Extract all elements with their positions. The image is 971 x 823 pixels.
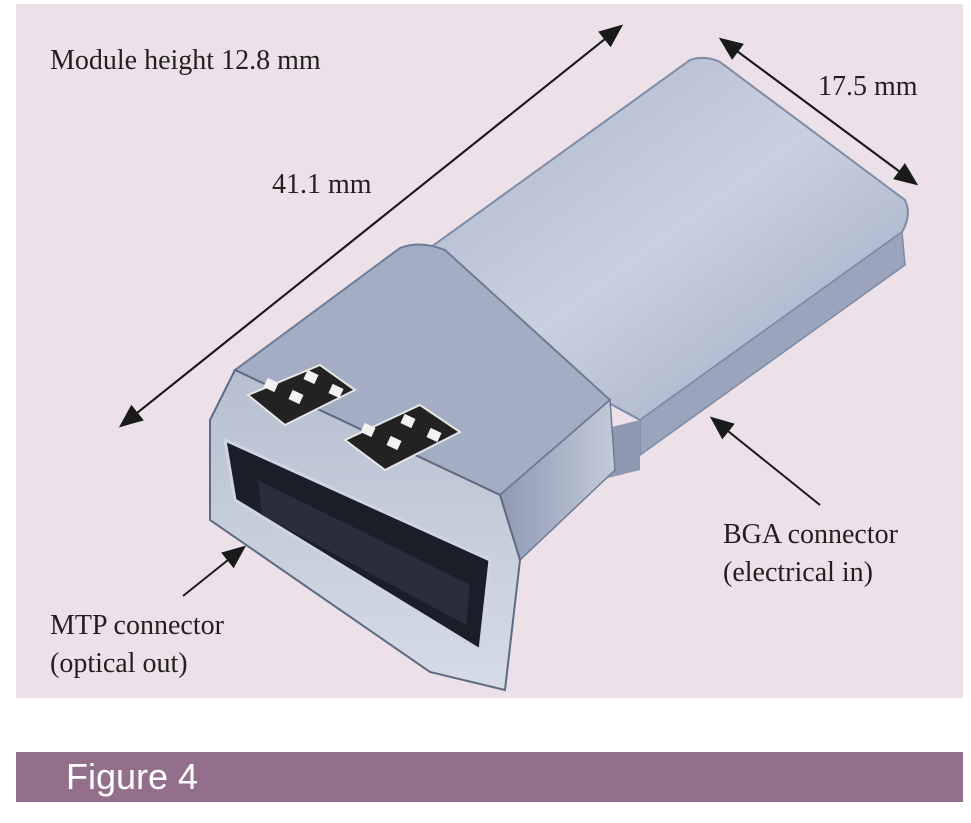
mtp-connector-sublabel: (optical out) [50,648,188,679]
vent-grid-left [246,363,357,427]
figure-title: Figure 4 [66,756,199,797]
mtp-connector-label: MTP connector [50,610,224,641]
vent-grid-right [343,403,462,472]
length-dimension-label: 41.1 mm [272,169,372,200]
bga-connector-sublabel: (electrical in) [723,557,874,588]
module-height-label: Module height 12.8 mm [50,45,321,76]
width-dimension-label: 17.5 mm [818,71,918,102]
figure-caption-bar: Figure 4 [16,752,963,802]
bga-connector-label: BGA connector [723,519,898,550]
